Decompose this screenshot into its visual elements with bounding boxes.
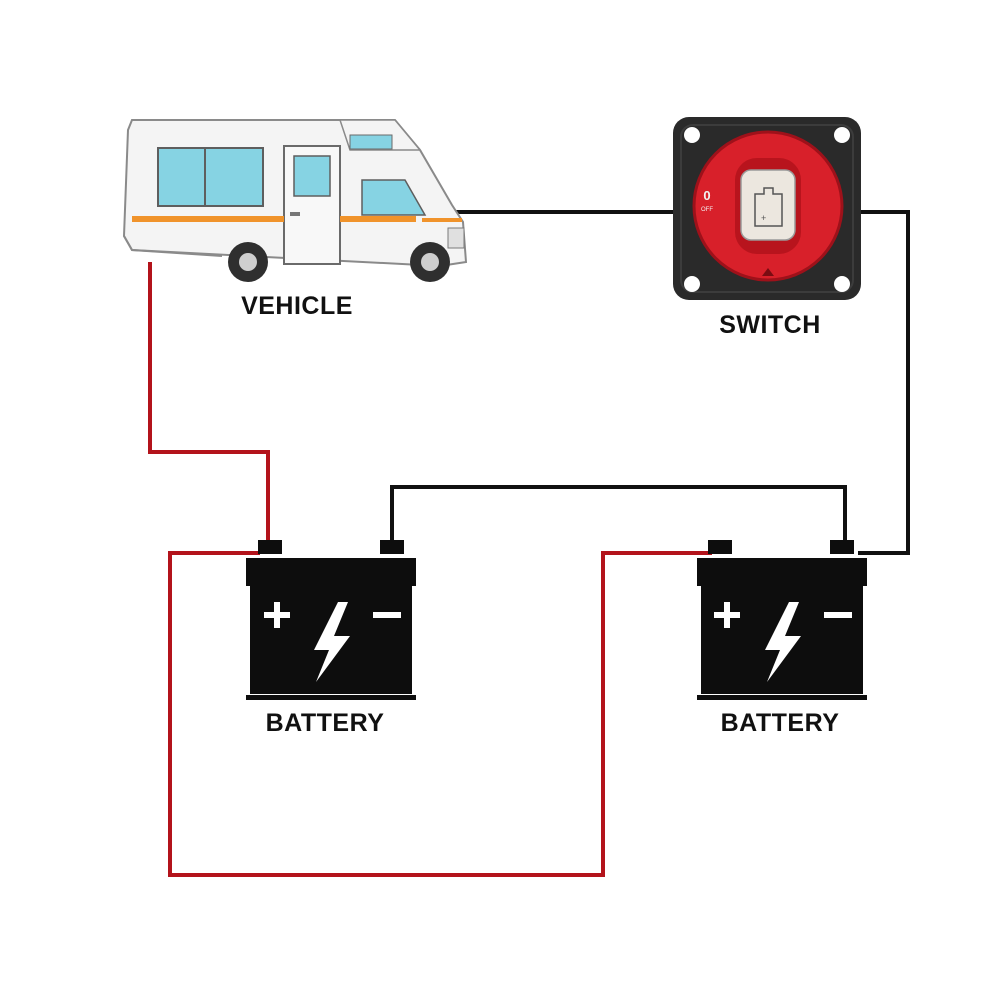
vehicle-icon [122,119,468,282]
battery-left-label: BATTERY [266,709,385,737]
positive-wire-vehicle-to-battery [148,262,270,548]
positive-wire-battery-to-battery [168,551,712,877]
battery-right-icon [697,540,867,700]
wires [148,210,910,877]
vehicle-label: VEHICLE [241,292,353,320]
battery-right-label: BATTERY [721,709,840,737]
switch-off-mark: OFF [701,207,713,213]
switch-label: SWITCH [719,311,821,339]
battery-switch-icon: + 0 OFF [673,117,861,300]
negative-wire-battery-to-battery [390,485,847,548]
svg-text:+: + [761,213,766,223]
negative-wire-switch-to-battery [858,210,910,555]
switch-position-mark: 0 [703,188,710,203]
battery-left-icon [246,540,416,700]
